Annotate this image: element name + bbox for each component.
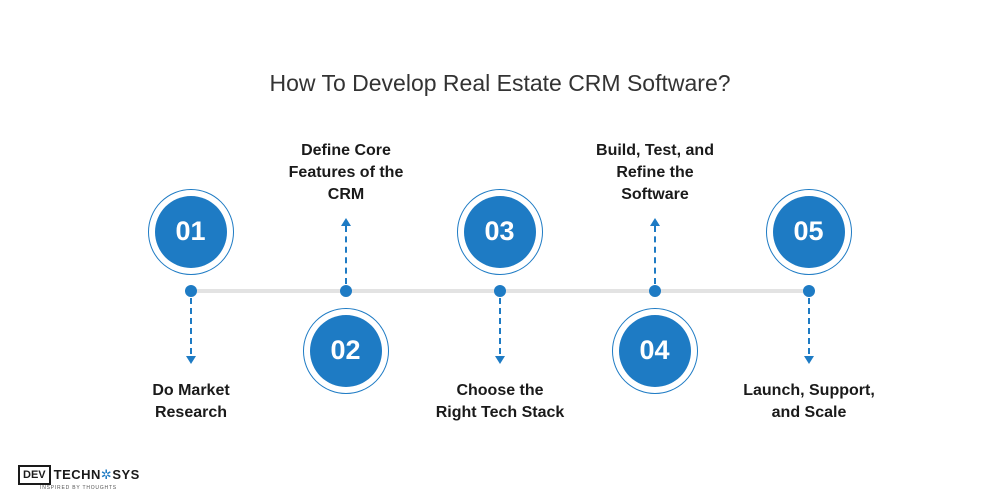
step-5-badge: 05 [765,188,852,275]
step-5-number: 05 [772,195,845,268]
step-3-connector [499,298,501,354]
step-3-number: 03 [463,195,536,268]
step-3-label: Choose the Right Tech Stack [410,380,590,424]
step-1-connector [190,298,192,354]
logo-wordmark-start: TECHN [53,467,101,482]
step-2-label-line: Define Core [301,142,391,159]
step-5-label-line: Launch, Support, [743,382,875,399]
step-4-label-line: Software [621,186,689,203]
step-4-dot [649,285,661,297]
step-5-arrow-icon [804,356,814,364]
step-2-arrow-icon [341,218,351,226]
step-1-label-line: Research [154,404,228,421]
step-3-arrow-icon [495,356,505,364]
step-2-label: Define Core Features of the CRM [256,140,436,206]
step-2-label-line: Features of the [288,164,404,181]
step-3-badge: 03 [456,188,543,275]
step-2-number: 02 [309,314,382,387]
step-5-label: Launch, Support, and Scale [719,380,899,424]
step-1-number: 01 [154,195,227,268]
step-1-label-line: Do Market [152,382,230,399]
step-4-label: Build, Test, and Refine the Software [565,140,745,206]
step-1-dot [185,285,197,297]
step-3-dot [494,285,506,297]
logo-wordmark-end: SYS [112,467,140,482]
step-4-label-line: Build, Test, and [596,142,714,159]
step-2-badge: 02 [302,307,389,394]
step-5-connector [808,298,810,354]
page-title: How To Develop Real Estate CRM Software? [269,70,731,96]
step-1-label: Do Market Research [101,380,281,424]
step-4-number: 04 [618,314,691,387]
step-2-dot [340,285,352,297]
step-4-arrow-icon [650,218,660,226]
step-1-arrow-icon [186,356,196,364]
step-5-label-line: and Scale [771,404,847,421]
step-3-label-line: Choose the [456,382,544,399]
step-4-label-line: Refine the [616,164,694,181]
company-logo: DEV TECHN✲SYS INSPIRED BY THOUGHTS [18,465,140,491]
step-2-label-line: CRM [327,186,365,203]
step-5-dot [803,285,815,297]
logo-box: DEV [18,465,51,485]
gear-icon: ✲ [100,467,113,482]
logo-tagline: INSPIRED BY THOUGHTS [40,485,117,491]
step-4-connector [654,226,656,284]
step-2-connector [345,226,347,284]
step-3-label-line: Right Tech Stack [435,404,565,421]
step-1-badge: 01 [147,188,234,275]
logo-wordmark: TECHN✲SYS [54,467,140,483]
step-4-badge: 04 [611,307,698,394]
